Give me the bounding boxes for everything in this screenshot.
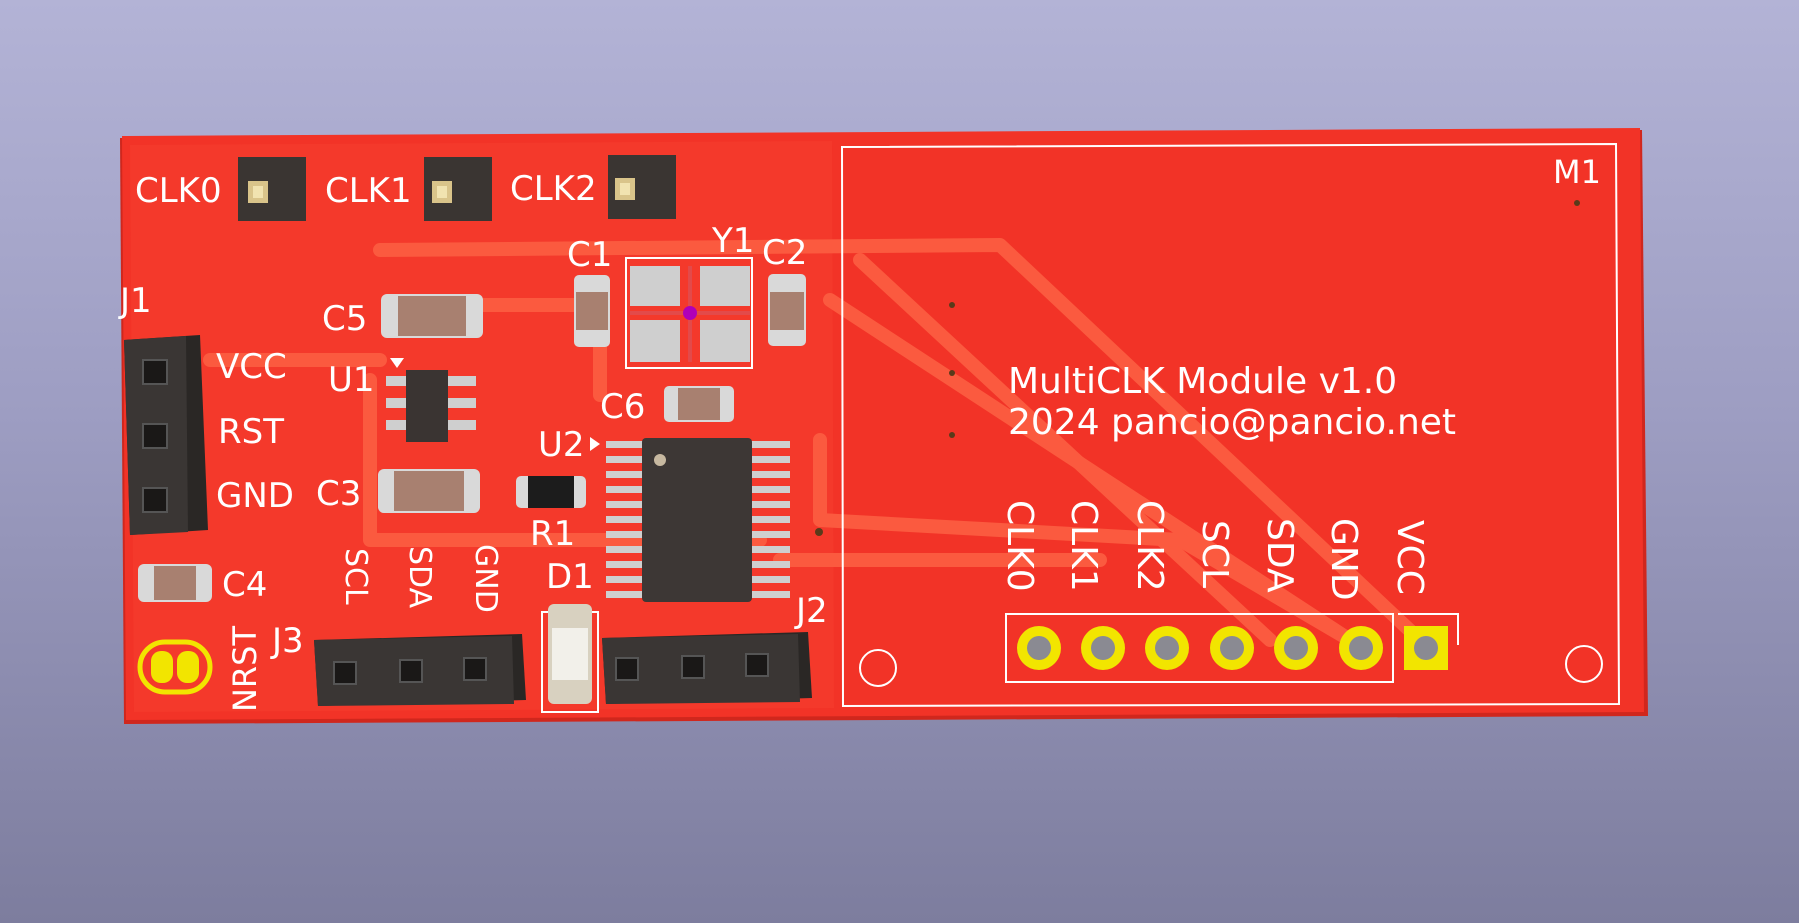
m1-pad-clk1 [1081,626,1125,670]
m1-pad-sda [1274,626,1318,670]
u1-pin1-marker [390,358,404,368]
j3-pin-sda: SDA [402,546,437,609]
led-d1 [541,604,599,713]
m1-pad-gnd [1339,626,1383,670]
ref-r1: R1 [530,514,575,554]
m1-pin-label-clk1: CLK1 [1063,500,1104,592]
via [949,432,955,438]
m1-outline [840,142,1621,708]
crystal-y1 [625,257,753,369]
ref-c5: C5 [322,299,367,339]
capacitor-c4 [138,564,212,602]
ref-y1: Y1 [711,221,754,261]
ref-c4: C4 [222,565,267,605]
m1-marker-dot [1574,200,1580,206]
j3-pin-scl: SCL [338,548,373,605]
via [815,528,823,536]
ic-u1 [386,370,476,442]
header-j3 [314,634,526,706]
m1-pad-clk0 [1017,626,1061,670]
ref-u1: U1 [328,360,375,400]
m1-pad-vcc [1404,626,1448,670]
m1-pin-label-clk2: CLK2 [1129,500,1170,592]
u2-pin1-marker [590,437,600,451]
via [949,302,955,308]
capacitor-c2 [768,274,806,346]
ref-c2: C2 [762,233,807,273]
capacitor-c5 [381,294,483,338]
ref-j1: J1 [118,281,152,321]
m1-pad-clk2 [1145,626,1189,670]
testpoint-clk2 [608,155,676,219]
solder-jumper-nrst [137,639,213,695]
via [949,370,955,376]
label-nrst: NRST [226,626,264,712]
ref-j3: J3 [270,621,304,661]
board-title-line1: MultiCLK Module v1.0 [1008,361,1397,402]
m1-pin-label-clk0: CLK0 [999,500,1040,592]
testpoint-clk0 [238,157,306,221]
capacitor-c6 [664,386,734,422]
board-title-line2: 2024 pancio@pancio.net [1008,402,1456,443]
label-clk1: CLK1 [325,171,412,211]
ref-m1: M1 [1553,153,1601,191]
testpoint-clk1 [424,157,492,221]
label-clk0: CLK0 [135,171,222,211]
m1-pin-label-gnd: GND [1323,518,1364,601]
capacitor-c3 [378,469,480,513]
header-j1 [124,335,208,535]
copper-traces [203,238,1427,647]
m1-pin-label-scl: SCL [1194,520,1235,588]
capacitor-c1 [574,275,610,347]
m1-pads [1017,626,1448,670]
m1-pad-scl [1210,626,1254,670]
j3-pin-gnd: GND [468,544,503,613]
header-j2 [602,632,812,704]
ref-c1: C1 [567,235,612,275]
u2-body [642,438,752,602]
ref-j2: J2 [794,591,828,631]
j1-pin-gnd: GND [216,476,294,516]
resistor-r1 [516,476,586,508]
label-clk2: CLK2 [510,169,597,209]
ref-c3: C3 [316,474,361,514]
ref-c6: C6 [600,387,645,427]
u2-pin1-dot [654,454,666,466]
m1-pin-label-vcc: VCC [1389,520,1430,595]
j1-pin-rst: RST [218,412,284,452]
ref-d1: D1 [546,557,594,597]
m1-pin-label-sda: SDA [1259,518,1300,593]
j1-pin-vcc: VCC [216,347,287,387]
ref-u2: U2 [538,425,585,465]
